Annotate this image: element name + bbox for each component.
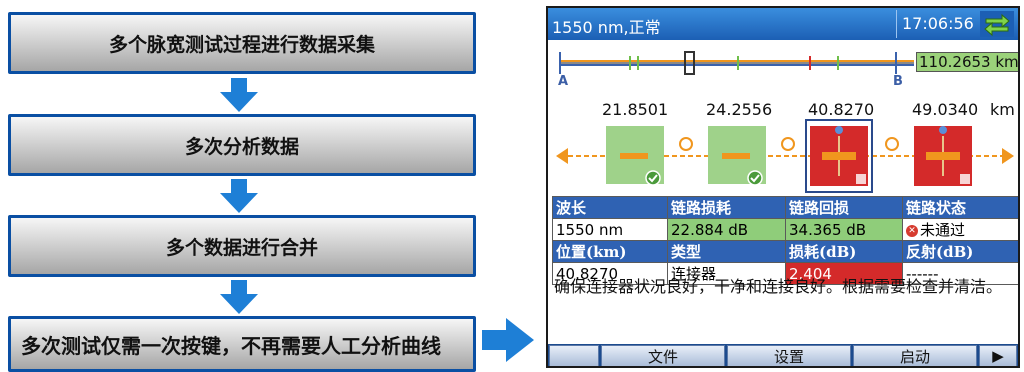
softkey-bar: 文件 设置 启动 ▶ bbox=[548, 344, 1018, 366]
col-position: 位置(km) bbox=[552, 240, 668, 263]
position-value: 40.8270 bbox=[552, 262, 668, 285]
event-distance-4: 49.0340 bbox=[912, 100, 979, 119]
title-separator bbox=[896, 10, 897, 38]
splice-circle-icon bbox=[781, 137, 795, 151]
flow-step-2: 多次分析数据 bbox=[8, 114, 476, 176]
fail-x-icon: ✕ bbox=[906, 224, 918, 237]
link-status-value: 未通过 bbox=[920, 221, 966, 239]
overview-ruler bbox=[559, 51, 914, 75]
flow-step-4: 多次测试仅需一次按键，不再需要人工分析曲线 bbox=[8, 316, 476, 372]
marker-a-label: A bbox=[558, 74, 569, 89]
event-distance-3: 40.8270 bbox=[808, 100, 875, 119]
flow-step-3: 多个数据进行合并 bbox=[8, 215, 476, 277]
type-value: 连接器 bbox=[667, 262, 786, 285]
table-row: 40.8270 连接器 2.404 ------ bbox=[552, 262, 1018, 285]
trace-overview[interactable]: A B 110.2653 km bbox=[548, 42, 1018, 92]
next-page-button[interactable]: ▶ bbox=[979, 345, 1017, 366]
connector-icon bbox=[960, 174, 970, 184]
diagnosis-message: 确保连接器状况良好，干净和连接良好。根据需要检查并清洁。 bbox=[554, 277, 1003, 296]
wavelength-value: 1550 nm bbox=[552, 218, 668, 241]
title-bar: 1550 nm,正常 17:06:56 bbox=[548, 8, 1018, 40]
flow-step-2-label: 多次分析数据 bbox=[184, 135, 299, 158]
connector-icon bbox=[856, 174, 866, 184]
right-arrow-icon bbox=[482, 318, 534, 362]
start-button[interactable]: 启动 bbox=[853, 345, 977, 366]
col-link-orl: 链路回损 bbox=[785, 196, 903, 219]
file-button[interactable]: 文件 bbox=[601, 345, 725, 366]
flow-step-1: 多个脉宽测试过程进行数据采集 bbox=[8, 12, 476, 74]
splice-circle-icon bbox=[679, 137, 693, 151]
pass-check-icon bbox=[645, 170, 661, 186]
flow-step-3-label: 多个数据进行合并 bbox=[165, 236, 318, 259]
link-loss-value: 22.884 dB bbox=[667, 218, 786, 241]
marker-b-label: B bbox=[893, 74, 903, 89]
results-table: 波长 链路损耗 链路回损 链路状态 1550 nm 22.884 dB 34.3… bbox=[552, 196, 1018, 285]
col-wavelength: 波长 bbox=[552, 196, 668, 219]
otdr-screen: 1550 nm,正常 17:06:56 A B 110.2653 km 21.8… bbox=[546, 6, 1020, 368]
col-reflectance: 反射(dB) bbox=[902, 240, 1018, 263]
col-link-status: 链路状态 bbox=[902, 196, 1018, 219]
network-status-icon[interactable] bbox=[980, 11, 1014, 37]
down-arrow-icon bbox=[220, 78, 258, 112]
flow-step-1-label: 多个脉宽测试过程进行数据采集 bbox=[108, 33, 375, 56]
settings-button[interactable]: 设置 bbox=[727, 345, 851, 366]
info-icon bbox=[835, 126, 843, 134]
pass-check-icon bbox=[747, 170, 763, 186]
event-4-fail bbox=[914, 126, 972, 186]
event-2-pass bbox=[708, 126, 766, 186]
event-distance-2: 24.2556 bbox=[706, 100, 773, 119]
link-map[interactable] bbox=[548, 116, 1018, 196]
link-status-cell: ✕未通过 bbox=[902, 218, 1018, 241]
splice-circle-icon bbox=[885, 137, 899, 151]
status-title: 1550 nm,正常 bbox=[552, 18, 661, 37]
table-header-row: 波长 链路损耗 链路回损 链路状态 bbox=[552, 196, 1018, 219]
down-arrow-icon bbox=[220, 179, 258, 213]
distance-unit: km bbox=[990, 100, 1015, 119]
fiber-end-arrow-icon bbox=[1002, 148, 1014, 164]
loss-value: 2.404 bbox=[785, 262, 903, 285]
table-row: 1550 nm 22.884 dB 34.365 dB ✕未通过 bbox=[552, 218, 1018, 241]
event-distance-1: 21.8501 bbox=[602, 100, 669, 119]
down-arrow-icon bbox=[220, 280, 258, 314]
clock: 17:06:56 bbox=[902, 14, 974, 33]
table-header-row: 位置(km) 类型 损耗(dB) 反射(dB) bbox=[552, 240, 1018, 263]
info-icon bbox=[939, 126, 947, 134]
total-distance: 110.2653 km bbox=[916, 52, 1018, 72]
reflectance-value: ------ bbox=[902, 262, 1018, 285]
fiber-start-arrow-icon bbox=[556, 148, 568, 164]
col-loss: 损耗(dB) bbox=[785, 240, 903, 263]
link-orl-value: 34.365 dB bbox=[785, 218, 903, 241]
softkey-blank[interactable] bbox=[549, 345, 599, 366]
col-type: 类型 bbox=[667, 240, 786, 263]
event-1-pass bbox=[606, 126, 664, 186]
flow-step-4-label: 多次测试仅需一次按键，不再需要人工分析曲线 bbox=[21, 333, 441, 358]
event-3-fail-selected bbox=[805, 119, 873, 193]
overview-cursor bbox=[684, 51, 695, 75]
col-link-loss: 链路损耗 bbox=[667, 196, 786, 219]
